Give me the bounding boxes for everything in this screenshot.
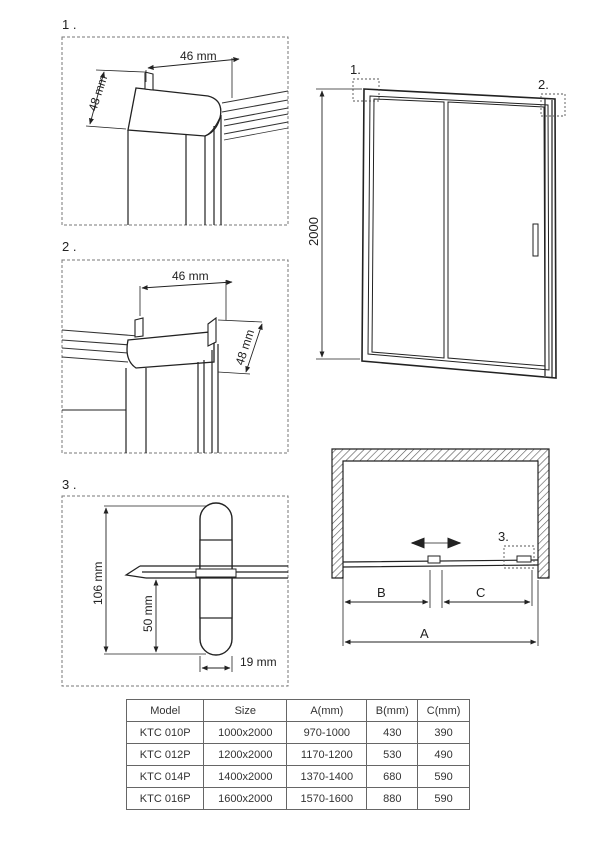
col-header: Size	[203, 699, 288, 722]
detail-3: 3 . 106 mm 50 mm 19 mm	[61, 477, 289, 687]
table-cell: KTC 012P	[125, 743, 205, 766]
door-callout-1: 1.	[350, 62, 361, 77]
table-cell: KTC 014P	[125, 765, 205, 788]
spec-table: Model Size A(mm) B(mm) C(mm) KTC 010P 10…	[125, 699, 470, 810]
table-cell: 1170-1200	[286, 743, 368, 766]
table-row: KTC 016P 1600x2000 1570-1600 880 590	[125, 787, 470, 810]
table-cell: 590	[417, 787, 470, 810]
detail-3-gap-label: 19 mm	[240, 655, 277, 669]
table-row: KTC 010P 1000x2000 970-1000 430 390	[125, 721, 470, 744]
detail-1-frame	[61, 36, 289, 226]
detail-3-number: 3 .	[62, 477, 76, 492]
table-row: KTC 012P 1200x2000 1170-1200 530 490	[125, 743, 470, 766]
door-callout-2: 2.	[538, 77, 549, 92]
table-cell: 490	[417, 743, 470, 766]
detail-1-width-label: 46 mm	[180, 49, 217, 63]
col-header: B(mm)	[366, 699, 419, 722]
plan-callout-3: 3.	[498, 529, 509, 544]
table-header-row: Model Size A(mm) B(mm) C(mm)	[125, 699, 470, 722]
detail-3-frame	[61, 495, 289, 687]
detail-3-height-label: 106 mm	[91, 562, 105, 605]
detail-2-frame	[61, 259, 289, 454]
detail-3-mid-label: 50 mm	[141, 595, 155, 632]
table-cell: 530	[366, 743, 419, 766]
plan-dim-b: B	[377, 585, 386, 600]
table-cell: 1600x2000	[203, 787, 288, 810]
table-cell: 680	[366, 765, 419, 788]
detail-1-number: 1 .	[62, 17, 76, 32]
col-header: A(mm)	[286, 699, 368, 722]
table-cell: 1000x2000	[203, 721, 288, 744]
table-cell: 1570-1600	[286, 787, 368, 810]
detail-1-depth-label: 48 mm	[86, 74, 111, 113]
table-cell: 1400x2000	[203, 765, 288, 788]
table-cell: 390	[417, 721, 470, 744]
door-elevation: 1. 2. 2000	[306, 62, 566, 379]
detail-2-number: 2 .	[62, 239, 76, 254]
table-cell: KTC 010P	[125, 721, 205, 744]
table-row: KTC 014P 1400x2000 1370-1400 680 590	[125, 765, 470, 788]
col-header: Model	[125, 699, 205, 722]
plan-dim-c: C	[476, 585, 485, 600]
plan-view: 3. B C A	[331, 448, 550, 646]
table-cell: 590	[417, 765, 470, 788]
detail-2: 2 . 46 mm 48 mm	[61, 239, 289, 454]
table-cell: KTC 016P	[125, 787, 205, 810]
table-cell: 880	[366, 787, 419, 810]
detail-2-depth-label: 48 mm	[233, 328, 258, 367]
detail-1: 1 . 46 mm 48 mm	[61, 17, 289, 226]
col-header: C(mm)	[417, 699, 470, 722]
table-cell: 430	[366, 721, 419, 744]
table-cell: 1200x2000	[203, 743, 288, 766]
door-height-label: 2000	[306, 217, 321, 246]
plan-dim-a: A	[420, 626, 429, 641]
table-cell: 970-1000	[286, 721, 368, 744]
detail-2-width-label: 46 mm	[172, 269, 209, 283]
table-cell: 1370-1400	[286, 765, 368, 788]
